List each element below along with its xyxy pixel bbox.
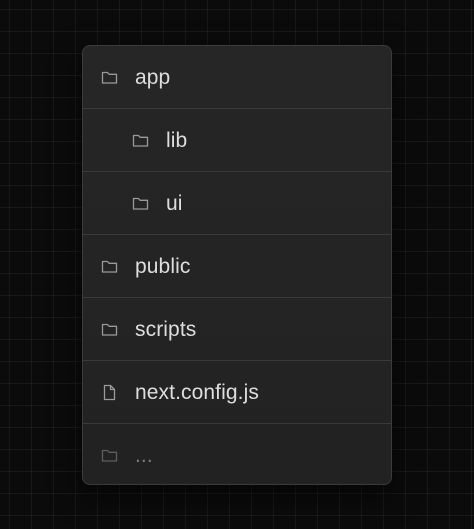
tree-item-label: public <box>135 254 191 278</box>
file-tree-panel: app lib ui public scripts next.config.js <box>82 45 392 485</box>
tree-item-app[interactable]: app <box>83 46 391 109</box>
tree-item-label: scripts <box>135 317 197 341</box>
folder-icon <box>101 321 118 338</box>
folder-icon <box>101 258 118 275</box>
tree-item-label: ui <box>166 191 183 215</box>
tree-item-label: lib <box>166 128 188 152</box>
tree-item-lib[interactable]: lib <box>83 109 391 172</box>
folder-icon <box>101 447 118 464</box>
folder-icon <box>132 195 149 212</box>
folder-icon <box>132 132 149 149</box>
tree-item-scripts[interactable]: scripts <box>83 298 391 361</box>
tree-item-next-config[interactable]: next.config.js <box>83 361 391 424</box>
tree-item-label: ... <box>135 443 153 467</box>
tree-item-label: app <box>135 65 171 89</box>
file-icon <box>101 384 118 401</box>
tree-item-public[interactable]: public <box>83 235 391 298</box>
folder-icon <box>101 69 118 86</box>
tree-item-more[interactable]: ... <box>83 424 391 484</box>
tree-item-ui[interactable]: ui <box>83 172 391 235</box>
tree-item-label: next.config.js <box>135 380 259 404</box>
